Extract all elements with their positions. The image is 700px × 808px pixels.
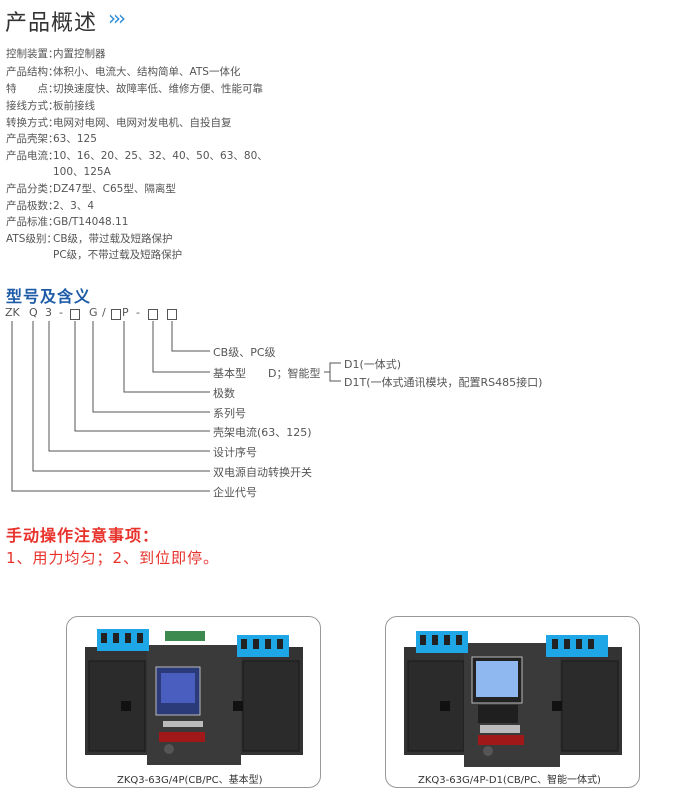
product-photo-basic [66,616,321,788]
spec-row: 接线方式：板前接线 [6,100,95,112]
spec-row: ATS级别：CB级，带过载及短路保护 [6,233,173,245]
code-placeholder-box [148,309,158,320]
code-zk: ZK [5,306,20,319]
label-frame-current: 壳架电流(63、125) [213,426,312,439]
label-cb-pc: CB级、PC级 [213,346,276,359]
manual-notes-text: 1、用力均匀；2、到位即停。 [6,549,220,567]
label-dual-power: 双电源自动转换开关 [213,466,312,479]
spec-row: 产品壳架：63、125 [6,133,97,145]
spec-row: 产品分类：DZ47型、C65型、隔离型 [6,183,176,195]
product-photo-smart [385,616,640,788]
code-placeholder-box [111,309,121,320]
code-placeholder-box [70,309,80,320]
code-dash: - [59,306,63,319]
photo-caption: ZKQ3-63G/4P(CB/PC、基本型) [117,775,263,786]
label-d1t: D1T(一体式通讯模块，配置RS485接口) [344,376,543,389]
label-series: 系列号 [213,407,246,420]
spec-row: 产品标准：GB/T14048.11 [6,216,129,228]
model-section-title: 型号及含义 [6,287,92,306]
label-poles: 极数 [213,387,235,400]
code-3: 3 [45,306,52,319]
ats-switch-basic-image [85,629,303,765]
code-g: G [89,306,98,319]
ats-switch-smart-image [404,631,622,767]
chevron-right-icon: ››› [108,6,126,30]
code-slash: / [102,306,106,319]
spec-row: 100、125A [53,166,111,178]
spec-row: 特 点：切换速度快、故障率低、维修方便、性能可靠 [6,83,263,95]
label-design-no: 设计序号 [213,446,257,459]
code-p: P [122,306,129,319]
diagram-lines [11,321,341,492]
code-dash: - [136,306,140,319]
spec-row: 产品结构：体积小、电流大、结构简单、ATS一体化 [6,66,241,78]
spec-row: 转换方式：电网对电网、电网对发电机、自投自复 [6,117,232,129]
spec-row: 产品极数：2、3、4 [6,200,95,212]
spec-row: 产品电流：10、16、20、25、32、40、50、63、80、 [6,150,268,162]
spec-row: PC级，不带过载及短路保护 [53,249,183,261]
label-d1: D1(一体式) [344,358,402,371]
manual-notes-title: 手动操作注意事项： [6,526,160,545]
spec-row: 控制装置：内置控制器 [6,48,106,60]
code-placeholder-box [167,309,177,320]
label-company-code: 企业代号 [213,486,257,499]
label-basic: 基本型 [213,367,246,380]
label-d-smart: D；智能型 [268,367,321,380]
code-q: Q [29,306,38,319]
page-title: 产品概述 [5,11,98,36]
photo-caption: ZKQ3-63G/4P-D1(CB/PC、智能一体式) [418,775,601,786]
